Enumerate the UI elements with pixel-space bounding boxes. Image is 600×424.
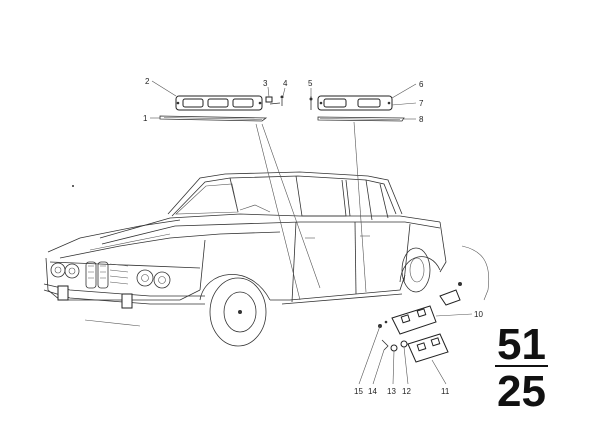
callout-13: 13 [387, 387, 396, 396]
callout-11: 11 [441, 387, 450, 396]
callout-15: 15 [354, 387, 363, 396]
reference-number: 51 25 [495, 320, 548, 416]
left-trim-assembly [159, 95, 284, 122]
reference-bottom: 25 [497, 367, 546, 416]
callout-7: 7 [419, 99, 424, 108]
callout-4: 4 [283, 79, 288, 88]
callout-6: 6 [419, 80, 424, 89]
bracket-assembly [378, 245, 490, 363]
callout-labels: 2 3 4 1 5 6 7 8 10 15 14 13 12 11 [143, 77, 483, 396]
callout-12: 12 [402, 387, 411, 396]
callout-5: 5 [308, 79, 313, 88]
callout-3: 3 [263, 79, 268, 88]
leader-lines [150, 80, 473, 385]
callout-2: 2 [145, 77, 150, 86]
callout-8: 8 [419, 115, 424, 124]
callout-10: 10 [474, 310, 483, 319]
car-illustration [43, 171, 447, 347]
reference-top: 51 [497, 320, 546, 369]
callout-1: 1 [143, 114, 148, 123]
right-trim-assembly [309, 95, 405, 122]
callout-14: 14 [368, 387, 377, 396]
